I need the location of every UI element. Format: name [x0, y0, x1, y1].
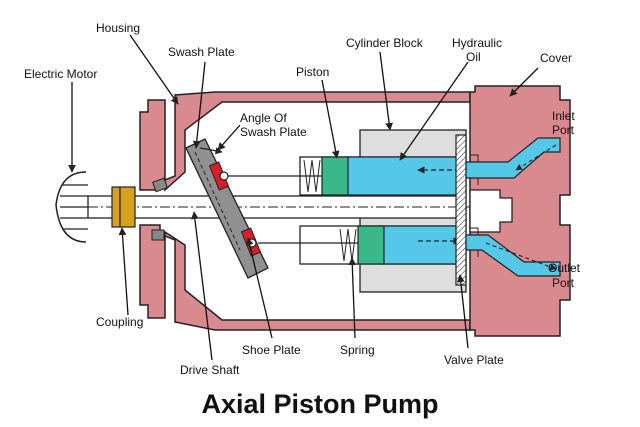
label-housing: Housing: [96, 21, 140, 35]
label-inlet-line2: Port: [552, 123, 575, 137]
label-piston: Piston: [296, 65, 329, 79]
upper-piston-assembly: [299, 156, 461, 196]
label-angle-line2: Swash Plate: [240, 125, 307, 139]
label-valve-plate: Valve Plate: [444, 353, 504, 367]
inlet-channel: [465, 137, 561, 179]
label-drive-shaft: Drive Shaft: [180, 363, 240, 377]
lower-piston-assembly: [299, 225, 461, 265]
label-angle-line1: Angle Of: [240, 111, 287, 125]
label-hydraulic-oil-line2: Oil: [466, 50, 481, 64]
lower-piston: [357, 225, 385, 265]
electric-motor: [55, 171, 88, 243]
lower-spring: [339, 228, 357, 262]
leader-lines: [68, 34, 539, 361]
upper-oil-chamber: [343, 156, 461, 196]
lower-oil-chamber: [379, 225, 461, 265]
cover: [465, 85, 571, 337]
label-swash-plate: Swash Plate: [168, 45, 235, 59]
coupling: [111, 186, 136, 228]
label-cover: Cover: [540, 51, 572, 65]
label-hydraulic-oil-line1: Hydraulic: [452, 36, 502, 50]
label-inlet-line1: Inlet: [552, 109, 575, 123]
housing: [139, 91, 471, 331]
valve-plate: [455, 134, 467, 286]
label-cylinder-block: Cylinder Block: [346, 36, 424, 50]
label-outlet-line1: Outlet: [548, 261, 581, 275]
label-spring: Spring: [340, 343, 375, 357]
label-coupling: Coupling: [96, 315, 143, 329]
label-shoe-plate: Shoe Plate: [242, 343, 301, 357]
label-electric-motor: Electric Motor: [24, 67, 97, 81]
diagram-title: Axial Piston Pump: [201, 389, 438, 419]
label-outlet-line2: Port: [552, 276, 575, 290]
upper-piston: [321, 156, 349, 196]
upper-spring: [303, 159, 321, 193]
